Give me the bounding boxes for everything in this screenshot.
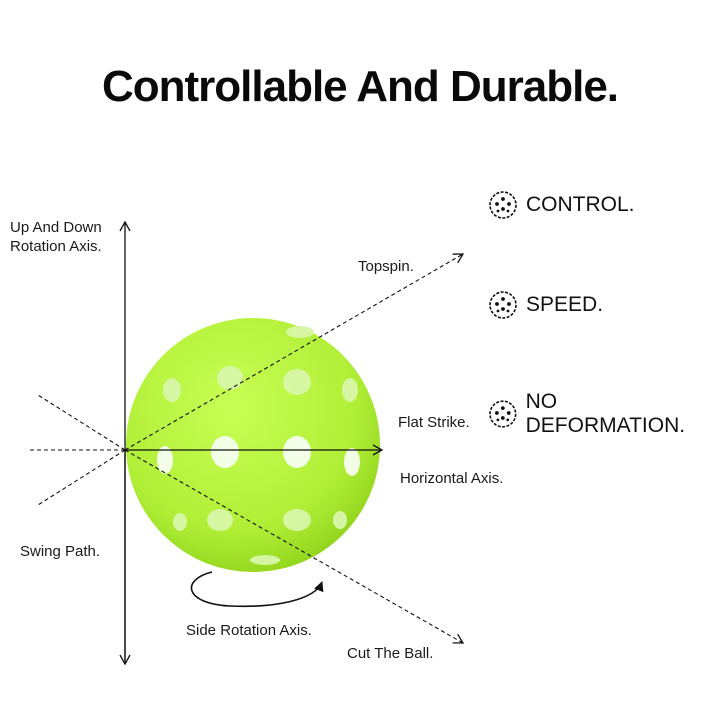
topspin-line bbox=[124, 253, 465, 451]
pickleball-icon bbox=[489, 400, 517, 428]
label-flat-strike: Flat Strike. bbox=[398, 414, 470, 431]
feature-label: NO DEFORMATION. bbox=[525, 390, 686, 437]
label-swing-path: Swing Path. bbox=[20, 543, 101, 560]
pickleball-icon bbox=[489, 291, 517, 319]
pickleball-icon bbox=[489, 191, 517, 219]
cut-ball-line bbox=[124, 449, 465, 644]
feature-control: CONTROL. bbox=[488, 190, 635, 220]
side-rotation-arrow bbox=[190, 571, 324, 608]
pickleball-ball bbox=[126, 318, 380, 572]
feature-label: CONTROL. bbox=[526, 193, 635, 216]
swing-path-line bbox=[37, 394, 126, 451]
feature-label: SPEED. bbox=[526, 293, 604, 316]
feature-no-deformation: NO DEFORMATION. bbox=[488, 390, 720, 438]
label-side-rotation-axis: Side Rotation Axis. bbox=[186, 622, 312, 639]
feature-speed: SPEED. bbox=[488, 290, 603, 320]
swing-path-lower-line bbox=[37, 449, 126, 506]
label-topspin: Topspin. bbox=[358, 258, 414, 275]
label-cut-the-ball: Cut The Ball. bbox=[347, 645, 434, 662]
label-up-down-axis: Up And Down Rotation Axis. bbox=[10, 219, 102, 255]
label-horizontal-axis: Horizontal Axis. bbox=[400, 470, 504, 487]
page-title: Controllable And Durable. bbox=[101, 62, 619, 111]
